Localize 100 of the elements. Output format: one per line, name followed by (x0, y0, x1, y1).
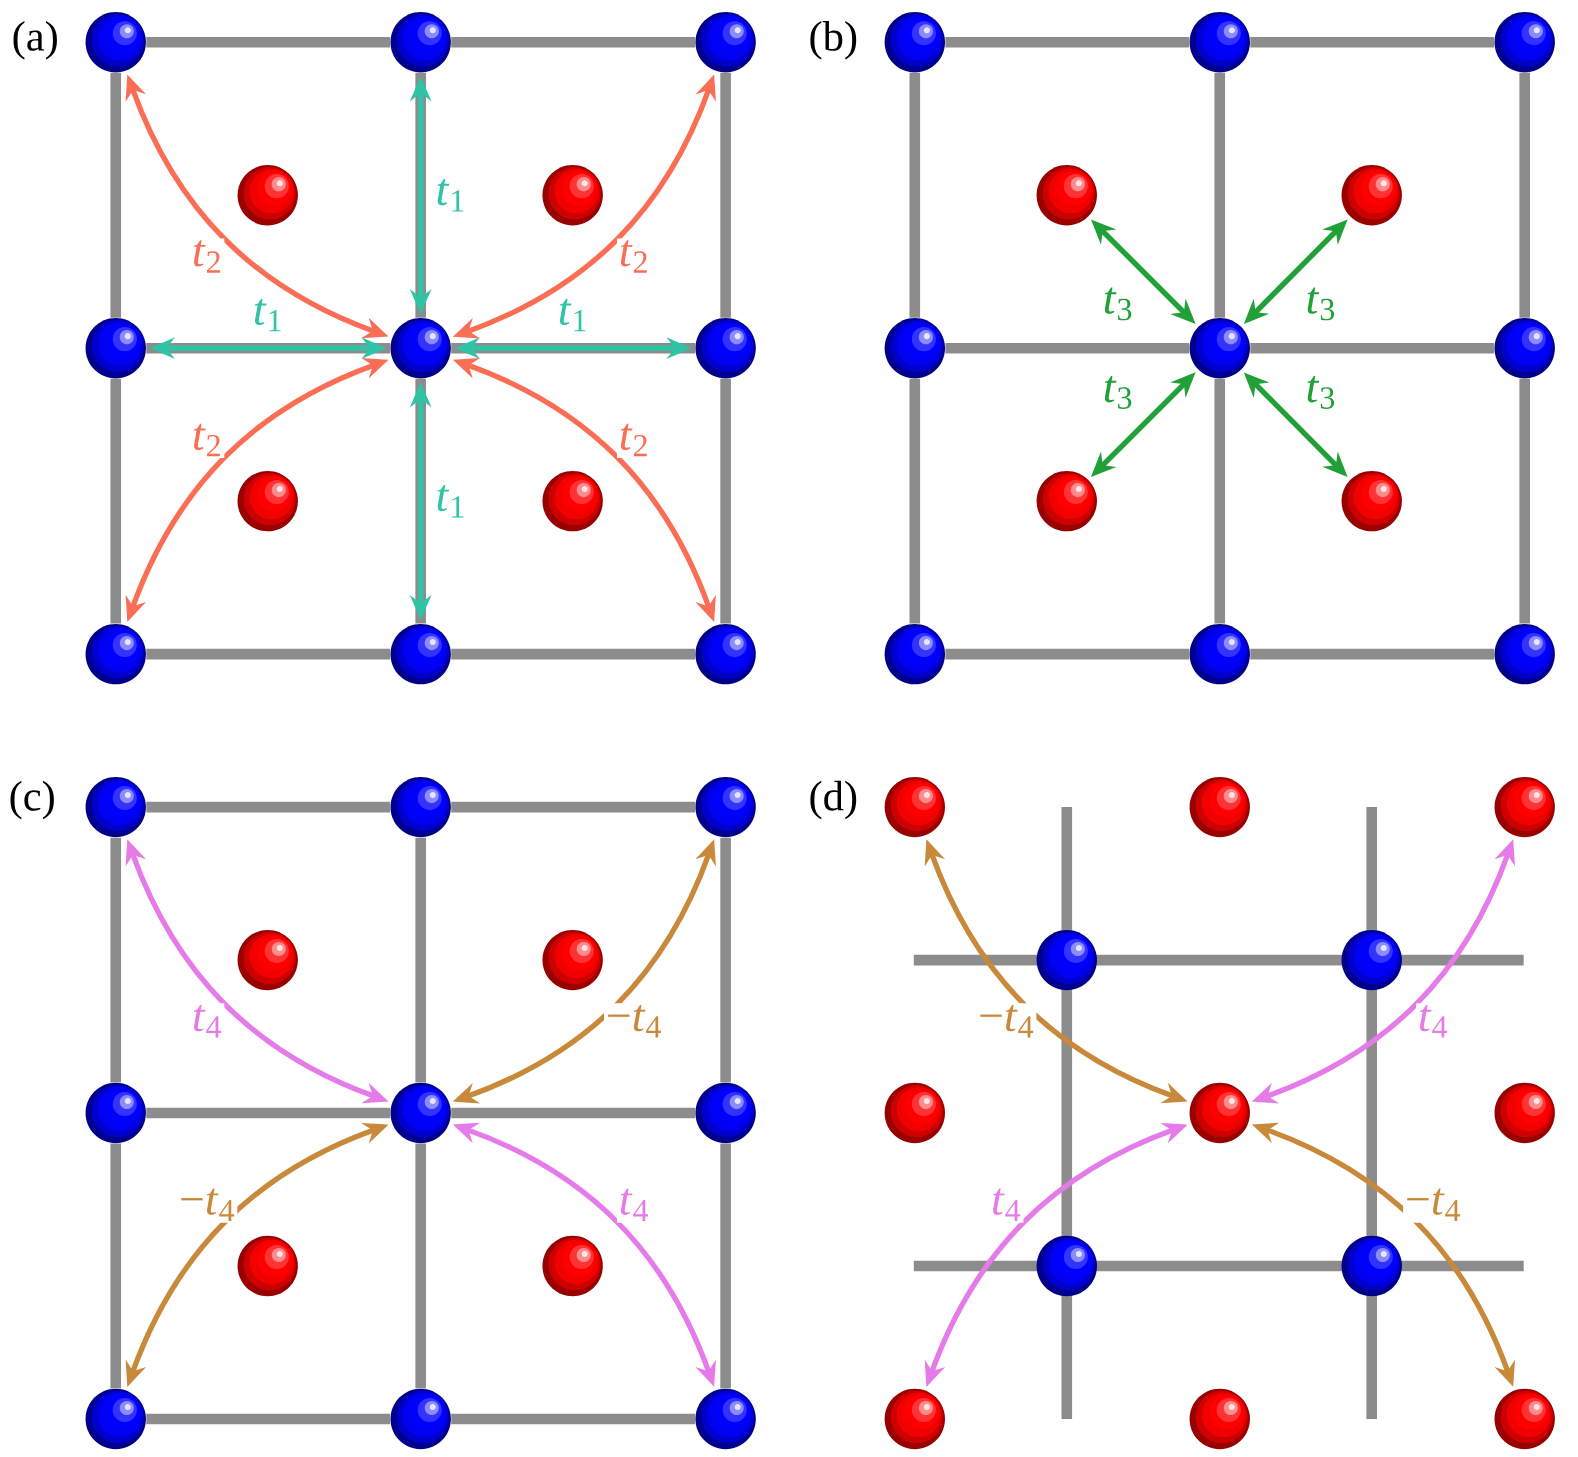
lattice-rod (415, 378, 426, 624)
sphere (85, 1388, 146, 1450)
edge-label: −t$_{4}$ (604, 1003, 665, 1040)
sphere (1341, 164, 1402, 226)
edge-label: t$_{2}$ (617, 421, 652, 458)
sphere (1494, 623, 1555, 685)
sphere (1189, 1388, 1250, 1450)
sphere (1189, 623, 1250, 685)
lattice-rod (909, 378, 921, 624)
sphere (1341, 1235, 1402, 1297)
lattice-rod (110, 72, 122, 318)
sphere (884, 11, 945, 73)
sphere (237, 164, 298, 226)
sphere (884, 1082, 945, 1144)
sphere (85, 776, 146, 838)
lattice-rod (945, 342, 1190, 354)
sphere (1036, 470, 1097, 532)
sphere (695, 623, 756, 685)
edge-label: −t$_{4}$ (976, 1003, 1037, 1040)
sphere (695, 317, 756, 379)
lattice-rod (945, 36, 1190, 48)
panel-label: (b) (810, 20, 857, 60)
edge-label: t$_{3}$ (1303, 374, 1338, 411)
edge-label: −t$_{4}$ (1403, 1186, 1464, 1223)
lattice-rod (720, 1143, 731, 1389)
edge-label: t$_{2}$ (190, 238, 225, 275)
lattice-rod (110, 1143, 122, 1389)
edge-label: t$_{3}$ (1101, 374, 1136, 411)
sphere (1036, 929, 1097, 991)
sphere (1189, 317, 1250, 379)
edge-label: t$_{2}$ (190, 421, 225, 458)
sphere (390, 1082, 451, 1144)
lattice-rod (146, 1413, 391, 1425)
edge-label: t$_{4}$ (989, 1186, 1024, 1223)
edge-label: t$_{1}$ (251, 296, 286, 333)
sphere (1494, 11, 1555, 73)
sphere (695, 1082, 756, 1144)
lattice-rod (415, 837, 426, 1083)
sphere (1494, 776, 1555, 838)
sphere (390, 776, 451, 838)
sphere (1189, 776, 1250, 838)
lattice-rod (451, 36, 696, 48)
sphere (542, 470, 603, 532)
lattice-rod (451, 648, 696, 660)
sphere (1189, 11, 1250, 73)
edge-label: t$_{4}$ (617, 1186, 652, 1223)
lattice-rod (110, 378, 122, 624)
lattice-rod (146, 1107, 391, 1119)
lattice-rod (1214, 378, 1226, 624)
lattice-rod (1519, 378, 1530, 624)
lattice-rod (945, 648, 1190, 660)
sphere (695, 776, 756, 838)
lattice-rod (110, 837, 122, 1083)
sphere (237, 1235, 298, 1297)
lattice-rod (909, 72, 921, 318)
sphere (884, 776, 945, 838)
lattice-rod (451, 801, 696, 813)
lattice-rod (415, 1143, 426, 1389)
sphere (884, 317, 945, 379)
lattice-rod (1250, 648, 1495, 660)
lattice-rod (451, 1413, 696, 1425)
edge-label: t$_{3}$ (1303, 285, 1338, 322)
lattice-rod (415, 72, 426, 318)
edge-label: t$_{1}$ (556, 296, 591, 333)
lattice-rod (1214, 72, 1226, 318)
edge-label: t$_{3}$ (1101, 285, 1136, 322)
edge-label: t$_{1}$ (433, 483, 468, 520)
edge-label: t$_{2}$ (617, 238, 652, 275)
lattice-rod (720, 378, 731, 624)
lattice-rod (720, 837, 731, 1083)
sphere (542, 1235, 603, 1297)
lattice-rod (720, 72, 731, 318)
lattice-rod (1250, 342, 1495, 354)
sphere (85, 11, 146, 73)
edge-label: t$_{4}$ (1416, 1003, 1451, 1040)
sphere (390, 623, 451, 685)
sphere (85, 317, 146, 379)
sphere (237, 929, 298, 991)
lattice-rod (146, 801, 391, 813)
sphere (1189, 1082, 1250, 1144)
sphere (390, 317, 451, 379)
sphere (1036, 164, 1097, 226)
sphere (1494, 1388, 1555, 1450)
lattice-rod (451, 342, 696, 354)
sphere (884, 1388, 945, 1450)
sphere (542, 929, 603, 991)
panel-label: (c) (10, 780, 54, 820)
panel-label: (d) (810, 780, 857, 820)
sphere (1341, 929, 1402, 991)
sphere (542, 164, 603, 226)
sphere (1494, 317, 1555, 379)
sphere (1494, 1082, 1555, 1144)
sphere (695, 1388, 756, 1450)
lattice-rod (451, 1107, 696, 1119)
sphere (85, 1082, 146, 1144)
sphere (695, 11, 756, 73)
lattice-rod (146, 36, 391, 48)
sphere (390, 1388, 451, 1450)
sphere (1036, 1235, 1097, 1297)
edge-label: t$_{1}$ (433, 177, 468, 214)
